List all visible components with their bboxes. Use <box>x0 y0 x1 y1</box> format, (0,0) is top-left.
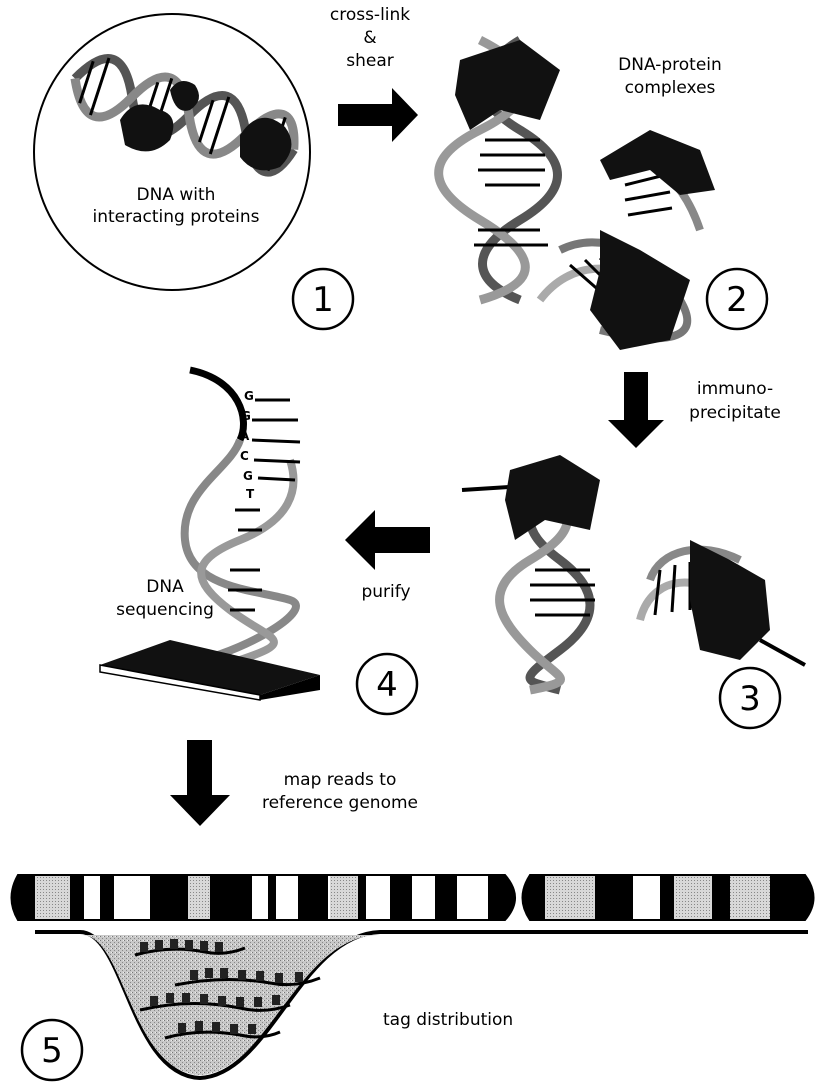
tag-distribution-label: tag distribution <box>383 1010 513 1030</box>
step4-number: 4 <box>376 665 398 705</box>
arrow-immuno: immuno- precipitate <box>608 372 781 448</box>
crosslink-label-line3: shear <box>346 51 394 71</box>
arrow-crosslink: cross-link & shear <box>330 5 418 142</box>
step4-dna-helix <box>175 370 300 665</box>
step2-number: 2 <box>726 280 748 320</box>
step2-panel: DNA-protein complexes <box>439 40 767 350</box>
arrow-purify: purify <box>345 510 430 602</box>
step2-protein-small <box>600 130 715 195</box>
step2-label-line1: DNA-protein <box>618 55 722 75</box>
arrow-map: map reads to reference genome <box>170 740 418 826</box>
step4-label-line1: DNA <box>146 577 184 597</box>
step1-number: 1 <box>312 280 334 320</box>
base-5: G <box>243 469 253 483</box>
step5-panel: tag distribution 5 <box>12 875 814 1080</box>
step2-label-line2: complexes <box>625 78 716 98</box>
left-arrow-icon <box>345 510 430 570</box>
down-arrow-icon <box>170 740 230 826</box>
step1-label-line1: DNA with <box>137 185 216 205</box>
step1-panel: DNA with interacting proteins 1 <box>34 14 353 329</box>
step3-panel: 3 <box>462 455 805 728</box>
immuno-label-line2: precipitate <box>689 403 781 423</box>
right-arrow-icon <box>338 88 418 142</box>
purify-label: purify <box>361 582 410 602</box>
immuno-label-line1: immuno- <box>697 379 773 399</box>
step3-antibody-line-2 <box>760 640 805 665</box>
down-arrow-icon <box>608 372 664 448</box>
map-label-line2: reference genome <box>262 793 418 813</box>
step1-label-line2: interacting proteins <box>92 207 259 227</box>
crosslink-label-line2: & <box>363 28 376 48</box>
step3-protein-large <box>505 455 600 540</box>
base-6: T <box>246 487 255 501</box>
step4-label-line2: sequencing <box>116 600 214 620</box>
base-1: G <box>244 389 254 403</box>
crosslink-label-line1: cross-link <box>330 5 410 25</box>
chromosome <box>12 875 814 920</box>
base-4: C <box>240 449 249 463</box>
map-label-line1: map reads to <box>284 770 397 790</box>
step3-number: 3 <box>739 679 761 719</box>
step5-number: 5 <box>41 1031 63 1071</box>
